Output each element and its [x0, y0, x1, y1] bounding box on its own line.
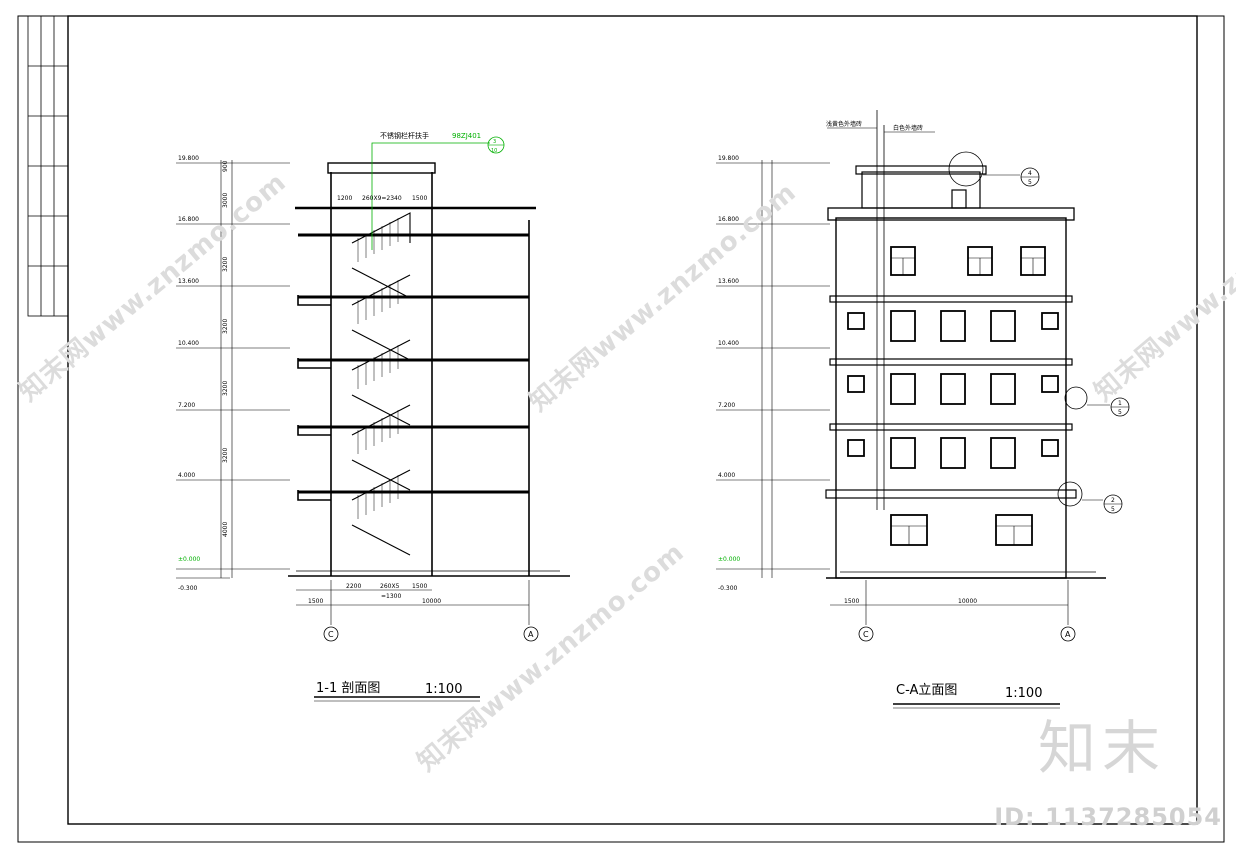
- elev-level-label: ±0.000: [718, 556, 740, 563]
- detail-bottom: 5: [1028, 179, 1032, 186]
- bottom-dim: 2200: [346, 583, 361, 590]
- stair-dim: 1200: [337, 195, 352, 202]
- section-elev-label: 13.600: [178, 278, 199, 285]
- section-floor-dim: 3200: [222, 381, 229, 396]
- detail-top: 1: [1118, 400, 1122, 407]
- elev-level-label: 7.200: [718, 402, 735, 409]
- elevation-title: C-A立面图: [896, 683, 957, 698]
- note-yellow-tile: 浅黄色外墙砖: [826, 120, 862, 128]
- detail-bottom: 5: [1111, 506, 1115, 513]
- stair-dim: 260X9=2340: [362, 195, 402, 202]
- section-floor-dim: 4000: [222, 522, 229, 537]
- section-floor-dim: 3200: [222, 257, 229, 272]
- section-elev-label: 7.200: [178, 402, 195, 409]
- axis-label: C: [863, 630, 869, 639]
- bottom-dim: 10000: [422, 598, 441, 605]
- rail-detail-bottom: 10: [491, 148, 497, 154]
- section-elev-label: 19.800: [178, 155, 199, 162]
- bottom-dim: 10000: [958, 598, 977, 605]
- inner-frame: [67, 15, 1198, 825]
- elev-level-label: 13.600: [718, 278, 739, 285]
- elev-level-label: -0.300: [718, 585, 738, 592]
- axis-label: A: [528, 630, 534, 639]
- section-elev-label: 16.800: [178, 216, 199, 223]
- elev-level-label: 10.400: [718, 340, 739, 347]
- stair-dim: 1500: [412, 195, 427, 202]
- detail-top: 2: [1111, 497, 1115, 504]
- bottom-dim: 1500: [308, 598, 323, 605]
- title-block: [27, 15, 69, 317]
- section-scale: 1:100: [425, 682, 462, 697]
- elev-level-label: 19.800: [718, 155, 739, 162]
- elev-level-label: 4.000: [718, 472, 735, 479]
- rail-note: 不锈钢栏杆扶手: [380, 131, 429, 140]
- section-drawing: [176, 136, 570, 702]
- bottom-dim: 1500: [844, 598, 859, 605]
- bottom-dim: 1500: [412, 583, 427, 590]
- rail-ref: 98ZJ401: [452, 132, 481, 140]
- elevation-scale: 1:100: [1005, 686, 1042, 701]
- section-floor-dim: 3200: [222, 319, 229, 334]
- axis-label: C: [328, 630, 334, 639]
- section-floor-dim: 3200: [222, 448, 229, 463]
- elev-level-label: 16.800: [718, 216, 739, 223]
- axis-label: A: [1065, 630, 1071, 639]
- note-white-tile: 白色外墙砖: [893, 124, 923, 132]
- detail-top: 4: [1028, 170, 1032, 177]
- elevation-drawing: [716, 110, 1130, 709]
- bottom-dim: =1300: [381, 593, 401, 600]
- watermark-id: ID: 1137285054: [994, 803, 1222, 831]
- bottom-dim: 260X5: [380, 583, 400, 590]
- section-elev-label: -0.300: [178, 585, 198, 592]
- section-elev-label: ±0.000: [178, 556, 200, 563]
- section-title: 1-1 剖面图: [316, 681, 380, 696]
- watermark-logo: 知末: [1037, 714, 1166, 782]
- section-floor-dim: 900: [222, 160, 229, 172]
- section-elev-label: 10.400: [178, 340, 199, 347]
- detail-bottom: 5: [1118, 409, 1122, 416]
- section-elev-label: 4.000: [178, 472, 195, 479]
- rail-detail-top: 3: [493, 139, 496, 145]
- section-floor-dim: 3000: [222, 193, 229, 208]
